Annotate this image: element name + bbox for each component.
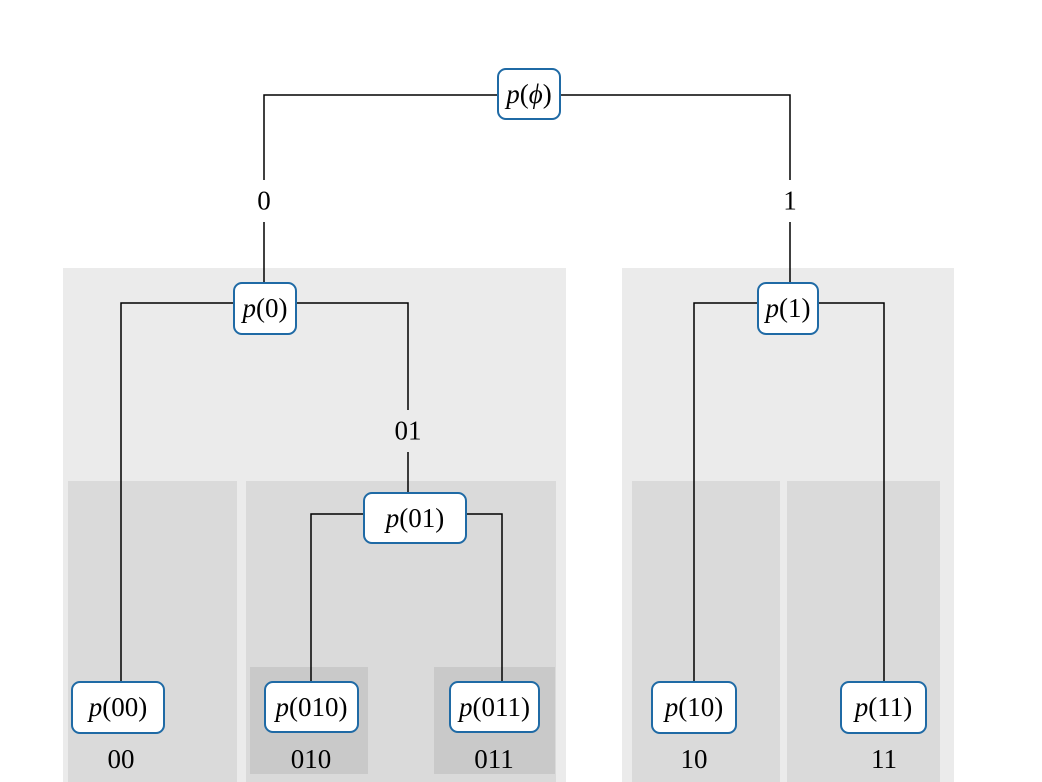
node-arg-011: 011 (481, 691, 522, 722)
node-01: p(01) (363, 492, 467, 544)
node-arg-1: 1 (788, 293, 802, 323)
edge-root-0 (263, 94, 497, 180)
edge-root-1 (561, 94, 791, 180)
node-prefix: p (854, 692, 869, 722)
node-arg-01: 01 (408, 502, 436, 533)
leaf-code-010: 010 (290, 744, 332, 774)
node-arg-00: 00 (111, 692, 139, 722)
node-arg-root: ϕ (528, 78, 543, 109)
node-prefix: p (88, 692, 103, 722)
node-root: p(ϕ) (497, 68, 561, 120)
node-00: p(00) (71, 681, 165, 734)
node-11: p(11) (840, 681, 927, 734)
leaf-code-011: 011 (474, 744, 514, 774)
node-prefix: p (765, 293, 780, 323)
node-prefix: p (242, 293, 257, 323)
edge-1-11 (819, 302, 885, 681)
node-0: p(0) (233, 282, 297, 335)
node-prefix: p (459, 691, 473, 722)
leaf-code-10: 10 (680, 744, 708, 774)
node-1: p(1) (757, 282, 819, 335)
edge-0-00 (120, 302, 235, 681)
node-prefix: p (275, 691, 290, 722)
edge-0-01 (297, 302, 409, 410)
node-prefix: p (664, 692, 679, 722)
node-arg-0: 0 (265, 293, 279, 323)
edge-1-10 (693, 302, 757, 681)
edge-label-0: 0 (257, 185, 271, 216)
edge-label-01: 01 (394, 415, 422, 446)
edge-01-010 (310, 513, 363, 681)
node-10: p(10) (651, 681, 737, 734)
edge-label-1: 1 (783, 185, 797, 216)
leaf-code-00: 00 (107, 744, 135, 774)
node-arg-10: 10 (687, 692, 715, 722)
node-prefix: p (506, 78, 520, 109)
node-arg-010: 010 (298, 691, 339, 722)
leaf-code-11: 11 (871, 744, 897, 774)
node-011: p(011) (449, 681, 540, 733)
node-prefix: p (385, 502, 400, 533)
node-010: p(010) (264, 681, 359, 733)
edge-01-011 (467, 513, 503, 681)
node-arg-11: 11 (877, 692, 904, 722)
